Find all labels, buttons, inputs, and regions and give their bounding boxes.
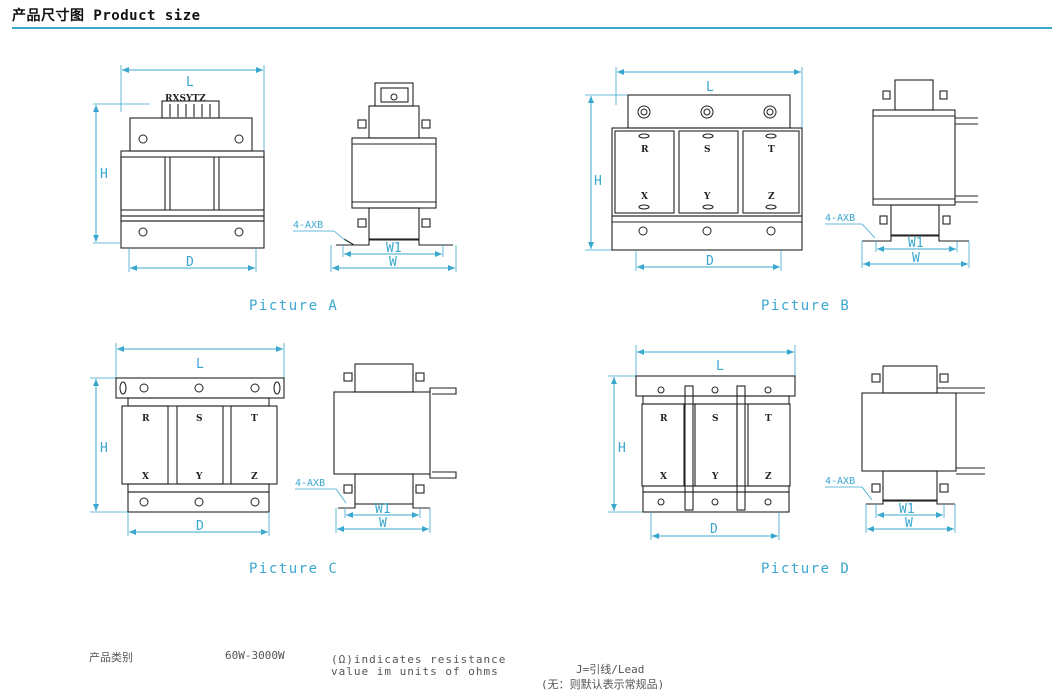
- picture-a-front-view: L H RXSYTZ D: [93, 65, 265, 272]
- caption-picture-d: Picture D: [761, 561, 851, 577]
- header-divider: [12, 27, 1052, 29]
- dim-H-c: H: [100, 441, 108, 456]
- terminal-X-b: X: [641, 192, 648, 202]
- dim-W1-c: W1: [375, 502, 391, 517]
- caption-picture-b: Picture B: [761, 298, 851, 314]
- dim-W1-a: W1: [386, 241, 402, 256]
- mount-label-b: 4-AXB: [825, 213, 855, 224]
- product-category-label: 产品类别: [89, 651, 133, 664]
- dim-H-a: H: [100, 167, 108, 182]
- ohm-note-line2: value im units of ohms: [331, 665, 499, 678]
- dim-L-b: L: [706, 80, 714, 95]
- dim-W-c: W: [379, 516, 387, 531]
- lead-note-line1: J=引线/Lead: [576, 663, 645, 676]
- terminal-S-c: S: [196, 414, 203, 424]
- caption-picture-c: Picture C: [249, 561, 339, 577]
- dim-H-d: H: [618, 441, 626, 456]
- terminal-Z-c: Z: [251, 472, 258, 482]
- terminal-Z-b: Z: [768, 192, 775, 202]
- picture-a-side-view: 4-AXB W1 W: [293, 82, 457, 272]
- terminal-T-c: T: [251, 414, 258, 424]
- terminal-S-d: S: [712, 414, 719, 424]
- dim-W1-d: W1: [899, 502, 915, 517]
- mount-label-d: 4-AXB: [825, 476, 855, 487]
- mount-label-c: 4-AXB: [295, 478, 325, 489]
- dim-W-b: W: [912, 251, 920, 266]
- terminal-Y-b: Y: [703, 192, 711, 202]
- terminal-T-d: T: [765, 414, 772, 424]
- picture-d-side-view: 4-AXB W1 W: [825, 365, 985, 533]
- terminal-X-d: X: [660, 472, 667, 482]
- ohm-note-line1: (Ω)indicates resistance: [331, 653, 507, 666]
- terminal-Y-c: Y: [195, 472, 203, 482]
- terminal-X-c: X: [142, 472, 149, 482]
- picture-d-front-view: L H R S T X Y Z D: [608, 345, 796, 540]
- caption-picture-a: Picture A: [249, 298, 339, 314]
- dim-W-a: W: [389, 255, 397, 270]
- dim-L-d: L: [716, 359, 724, 374]
- terminal-Z-d: Z: [765, 472, 772, 482]
- terminal-Y-d: Y: [711, 472, 719, 482]
- dim-H-b: H: [594, 174, 602, 189]
- dim-D-d: D: [710, 522, 718, 537]
- terminal-S-b: S: [704, 145, 711, 155]
- dim-L-a: L: [186, 75, 194, 90]
- dim-L-c: L: [196, 357, 204, 372]
- picture-b-side-view: 4-AXB W1 W: [825, 79, 978, 268]
- page-title: 产品尺寸图 Product size: [12, 8, 201, 24]
- dim-W1-b: W1: [908, 236, 924, 251]
- terminal-R-d: R: [660, 414, 668, 424]
- picture-c-side-view: 4-AXB W1 W: [295, 363, 457, 533]
- power-range: 60W-3000W: [225, 649, 285, 662]
- dim-W-d: W: [905, 516, 913, 531]
- mount-label-a: 4-AXB: [293, 220, 323, 231]
- dim-D-c: D: [196, 519, 204, 534]
- picture-b-front-view: L H R S T X Y Z D: [585, 67, 803, 271]
- terminal-labels-a: RXSYTZ: [165, 94, 206, 104]
- lead-note-line2: (无：则默认表示常规品): [541, 678, 665, 691]
- terminal-T-b: T: [768, 145, 775, 155]
- terminal-R-c: R: [142, 414, 150, 424]
- terminal-R-b: R: [641, 145, 649, 155]
- dim-D-a: D: [186, 255, 194, 270]
- dim-D-b: D: [706, 254, 714, 269]
- picture-c-front-view: L H R S T X Y Z D: [90, 343, 285, 536]
